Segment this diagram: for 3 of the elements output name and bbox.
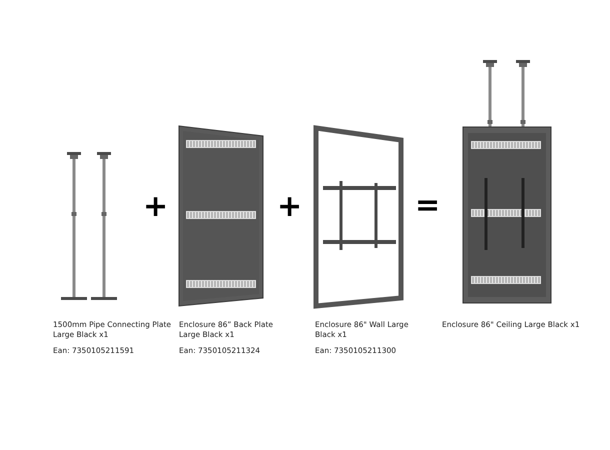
plus-sign: +: [277, 192, 302, 222]
equals-sign: =: [415, 191, 440, 221]
plus-sign: +: [143, 192, 168, 222]
